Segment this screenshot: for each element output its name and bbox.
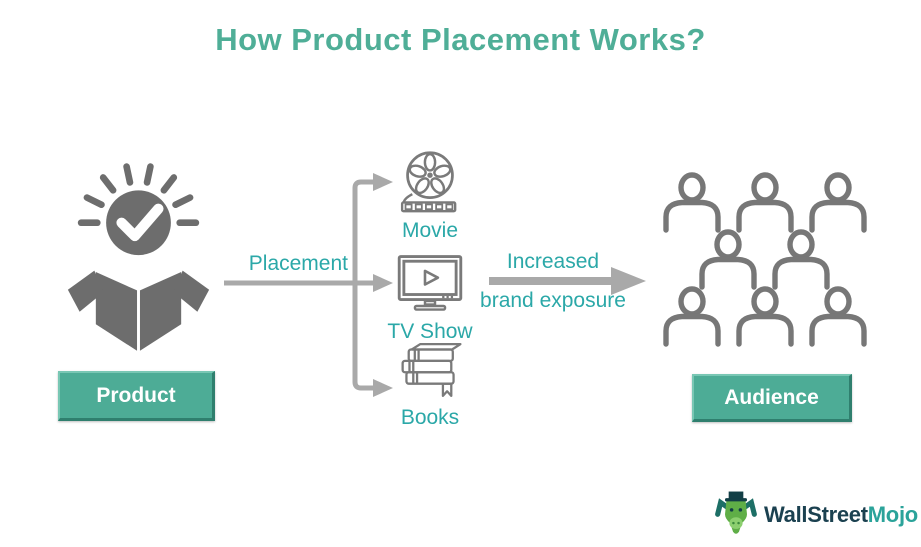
exposure-label-line1: Increased	[506, 250, 600, 273]
channel-label-tvshow: TV Show	[387, 320, 473, 343]
arrowhead-movie	[373, 173, 393, 191]
placement-label: Placement	[248, 252, 348, 275]
film-reel-icon	[400, 151, 457, 213]
arrowhead-tvshow	[373, 274, 393, 292]
open-box-checkmark-icon	[67, 163, 210, 351]
wallstreetmojo-logo: WallStreetMojo	[714, 490, 918, 540]
books-stack-icon	[401, 343, 462, 397]
bull-mascot-icon	[715, 491, 757, 534]
checkmark	[116, 203, 164, 242]
person-icon	[666, 175, 718, 230]
person-icon	[739, 289, 791, 344]
audience-button: Audience	[692, 374, 852, 422]
person-icon	[702, 232, 754, 287]
channel-label-movie: Movie	[401, 219, 459, 242]
person-icon	[666, 289, 718, 344]
person-icon	[812, 289, 864, 344]
product-button-label: Product	[96, 383, 176, 407]
exposure-label-line2: brand exposure	[480, 289, 626, 312]
logo-text: WallStreetMojo	[764, 502, 918, 528]
person-icon	[775, 232, 827, 287]
arrowhead-books	[373, 379, 393, 397]
check-circle	[106, 190, 171, 256]
open-box	[67, 270, 210, 351]
channel-label-books: Books	[400, 406, 460, 429]
logo-text-primary: WallStreet	[764, 502, 868, 527]
rays	[77, 163, 200, 227]
page-title: How Product Placement Works?	[215, 22, 706, 57]
person-icon	[812, 175, 864, 230]
tv-play-icon	[397, 255, 463, 311]
person-icon	[739, 175, 791, 230]
product-button: Product	[58, 371, 215, 421]
logo-text-secondary: Mojo	[867, 502, 918, 527]
people-group-icon	[660, 172, 874, 348]
arrowhead-audience	[611, 267, 646, 295]
audience-button-label: Audience	[724, 385, 819, 409]
